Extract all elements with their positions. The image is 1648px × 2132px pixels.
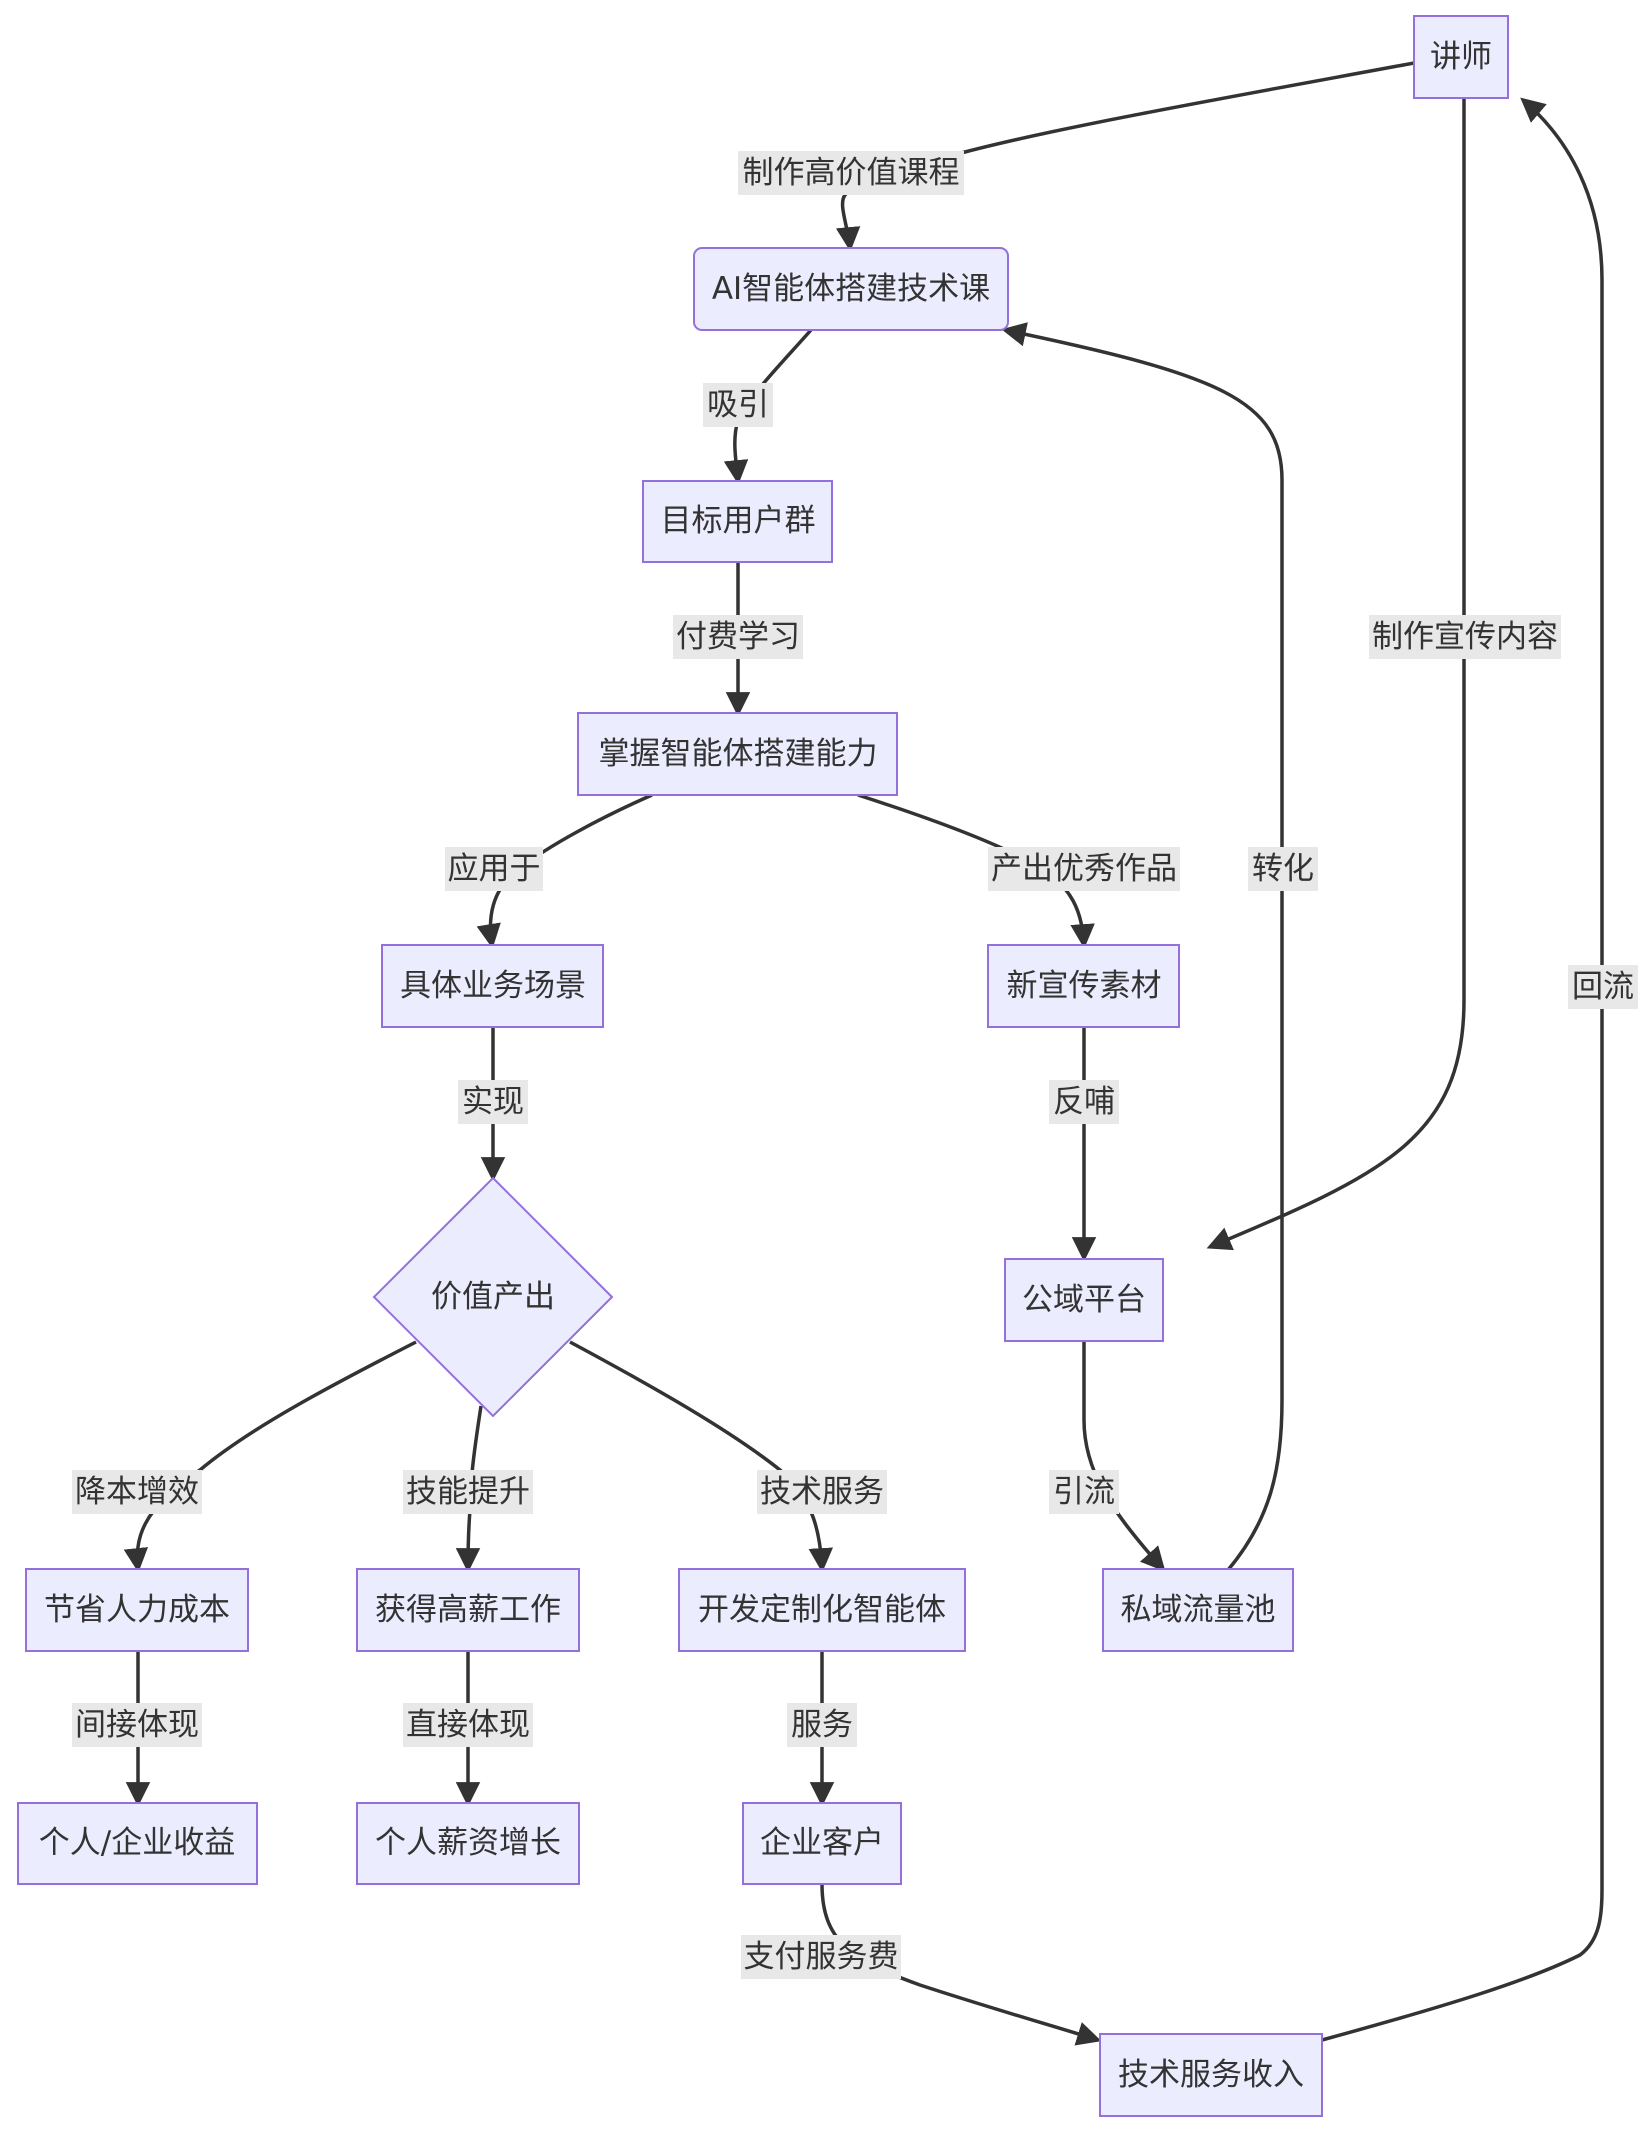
edge-label-text: 引流 bbox=[1053, 1474, 1115, 1510]
edge-value-custom bbox=[569, 1340, 834, 1573]
edge-label-text: 实现 bbox=[462, 1084, 524, 1120]
edge-label-text: 付费学习 bbox=[676, 619, 800, 655]
node-lecturer[interactable]: 讲师 bbox=[1413, 15, 1509, 99]
node-label: 获得高薪工作 bbox=[375, 1592, 561, 1628]
node-label: 新宣传素材 bbox=[1007, 968, 1162, 1004]
node-label: 企业客户 bbox=[760, 1825, 884, 1861]
edge-label-serve: 服务 bbox=[787, 1703, 857, 1747]
edge-label-text: 回流 bbox=[1572, 969, 1634, 1005]
node-label: 开发定制化智能体 bbox=[698, 1592, 946, 1628]
edge-label-apply-to: 应用于 bbox=[445, 847, 543, 891]
node-job[interactable]: 获得高薪工作 bbox=[356, 1568, 580, 1652]
node-ability[interactable]: 掌握智能体搭建能力 bbox=[577, 712, 898, 796]
node-label: 掌握智能体搭建能力 bbox=[599, 736, 878, 772]
edge-label-text: 间接体现 bbox=[75, 1707, 199, 1743]
edge-labels: 制作高价值课程 吸引 付费学习 应用于 产出优秀作品 实现 反哺 制作宣传内容 bbox=[72, 151, 1638, 1979]
edge-label-text: 技术服务 bbox=[760, 1474, 884, 1510]
nodes: 讲师 AI智能体搭建技术课 目标用户群 掌握智能体搭建能力 具体业务场景 新宣传… bbox=[17, 15, 1509, 2117]
edge-public-private bbox=[1082, 1341, 1166, 1572]
node-value[interactable]: 价值产出 bbox=[372, 1176, 614, 1418]
edge-label-pay-fee: 支付服务费 bbox=[741, 1935, 901, 1979]
node-salary[interactable]: 个人薪资增长 bbox=[356, 1802, 580, 1885]
node-label: AI智能体搭建技术课 bbox=[712, 271, 990, 307]
edge-label-direct: 直接体现 bbox=[403, 1703, 533, 1747]
edge-label-convert: 转化 bbox=[1248, 847, 1318, 891]
edge-label-tech-service: 技术服务 bbox=[757, 1470, 887, 1514]
edge-label-text: 直接体现 bbox=[406, 1707, 530, 1743]
edge-client-revenue bbox=[820, 1883, 1102, 2046]
edge-label-paid-study: 付费学习 bbox=[673, 615, 803, 659]
node-scenario[interactable]: 具体业务场景 bbox=[381, 944, 604, 1028]
node-label: 公域平台 bbox=[1022, 1282, 1146, 1318]
node-users[interactable]: 目标用户群 bbox=[642, 480, 833, 563]
edge-lecturer-course bbox=[835, 61, 1415, 252]
node-label: 节省人力成本 bbox=[44, 1592, 230, 1628]
node-label: 目标用户群 bbox=[661, 503, 816, 539]
node-public[interactable]: 公域平台 bbox=[1004, 1258, 1164, 1342]
edge-revenue-lecturer bbox=[1321, 97, 1604, 2042]
node-course[interactable]: AI智能体搭建技术课 bbox=[693, 247, 1009, 331]
edge-label-feedback: 反哺 bbox=[1049, 1080, 1119, 1124]
edge-label-text: 降本增效 bbox=[75, 1474, 199, 1510]
node-save[interactable]: 节省人力成本 bbox=[25, 1568, 249, 1652]
edge-label-text: 服务 bbox=[791, 1707, 853, 1743]
edge-label-cost-down: 降本增效 bbox=[72, 1470, 202, 1514]
edge-label-produce-works: 产出优秀作品 bbox=[988, 847, 1180, 891]
edge-label-text: 吸引 bbox=[707, 387, 769, 423]
edge-label-text: 转化 bbox=[1252, 851, 1314, 887]
edge-label-return-flow: 回流 bbox=[1568, 965, 1638, 1009]
edges bbox=[123, 61, 1604, 2046]
edge-private-course bbox=[1001, 322, 1284, 1572]
edge-label-text: 技能提升 bbox=[406, 1474, 530, 1510]
node-private[interactable]: 私域流量池 bbox=[1102, 1568, 1294, 1652]
edge-label-text: 制作高价值课程 bbox=[743, 155, 960, 191]
node-label: 技术服务收入 bbox=[1118, 2057, 1304, 2093]
node-label: 具体业务场景 bbox=[400, 968, 586, 1004]
edge-label-text: 支付服务费 bbox=[744, 1939, 899, 1975]
edge-label-indirect: 间接体现 bbox=[72, 1703, 202, 1747]
edge-label-text: 产出优秀作品 bbox=[991, 851, 1177, 887]
node-label: 价值产出 bbox=[431, 1279, 555, 1315]
edge-label-make-promo: 制作宣传内容 bbox=[1369, 615, 1561, 659]
edge-label-attract: 吸引 bbox=[703, 383, 773, 427]
edge-label-drain: 引流 bbox=[1049, 1470, 1119, 1514]
node-label: 讲师 bbox=[1430, 39, 1492, 75]
edge-label-text: 制作宣传内容 bbox=[1372, 619, 1558, 655]
node-income[interactable]: 个人/企业收益 bbox=[17, 1802, 258, 1885]
edge-label-make-course: 制作高价值课程 bbox=[738, 151, 964, 195]
node-label: 个人薪资增长 bbox=[375, 1825, 561, 1861]
edge-label-skill-up: 技能提升 bbox=[403, 1470, 533, 1514]
node-label: 个人/企业收益 bbox=[39, 1825, 235, 1861]
node-revenue[interactable]: 技术服务收入 bbox=[1099, 2033, 1323, 2117]
edge-label-realize: 实现 bbox=[458, 1080, 528, 1124]
node-custom[interactable]: 开发定制化智能体 bbox=[678, 1568, 966, 1652]
node-material[interactable]: 新宣传素材 bbox=[987, 944, 1180, 1028]
edge-value-save bbox=[123, 1340, 417, 1573]
edge-lecturer-public bbox=[1206, 98, 1466, 1251]
node-label: 私域流量池 bbox=[1121, 1592, 1276, 1628]
edge-label-text: 反哺 bbox=[1053, 1084, 1115, 1120]
edge-label-text: 应用于 bbox=[448, 851, 541, 887]
node-client[interactable]: 企业客户 bbox=[742, 1802, 902, 1885]
